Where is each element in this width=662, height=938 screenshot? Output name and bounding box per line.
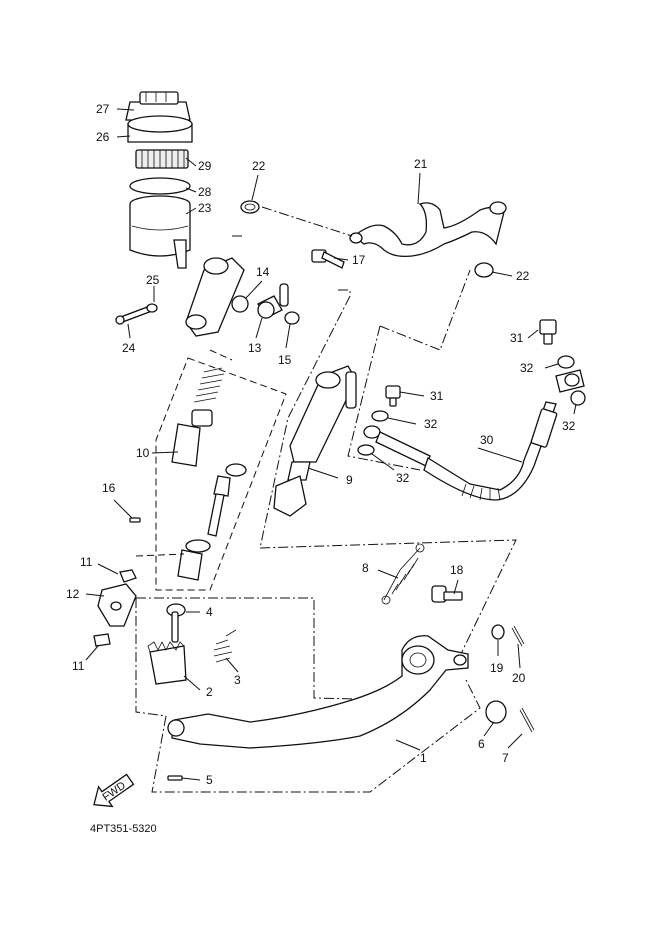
callout-15: 15 — [278, 353, 292, 367]
master-cylinder-body-upper — [185, 257, 245, 337]
callout-11b: 11 — [72, 659, 85, 673]
pin-16 — [129, 517, 141, 523]
reservoir-tank-23 — [129, 195, 191, 269]
callout-7: 7 — [502, 751, 509, 765]
callout-26: 26 — [96, 130, 110, 144]
callout-13: 13 — [248, 341, 262, 355]
reservoir-hose-21 — [349, 201, 507, 258]
callout-32c: 32 — [424, 417, 438, 431]
callout-9: 9 — [346, 473, 353, 487]
callout-25: 25 — [146, 273, 160, 287]
callout-27: 27 — [96, 102, 110, 116]
nut-11a — [119, 569, 137, 583]
pedal-group-boundary — [135, 597, 481, 793]
reservoir-cap-26 — [127, 115, 193, 143]
push-rod — [207, 475, 231, 537]
callout-20: 20 — [512, 671, 526, 685]
callout-31b: 31 — [430, 389, 444, 403]
spring-8 — [381, 543, 425, 605]
callout-11a: 11 — [80, 555, 93, 569]
diaphragm-28 — [129, 177, 191, 195]
circlip-15 — [284, 311, 300, 325]
hose-clamp-22a — [240, 200, 260, 214]
master-cylinder-9 — [273, 365, 357, 517]
piston-washer — [225, 463, 247, 477]
banjo-bolt-31b — [385, 385, 401, 407]
reservoir-ring-29 — [135, 149, 189, 169]
callout-32a: 32 — [520, 361, 534, 375]
callout-18: 18 — [450, 563, 464, 577]
leader-lines — [85, 108, 577, 781]
callout-17: 17 — [352, 253, 366, 267]
callout-2: 2 — [206, 685, 213, 699]
nut-11b — [93, 633, 111, 647]
washer-32a — [557, 355, 575, 369]
callout-1: 1 — [420, 751, 427, 765]
pushrod-leader-boundary — [135, 349, 233, 557]
callout-3: 3 — [234, 673, 241, 687]
callout-21: 21 — [414, 157, 428, 171]
pin-4 — [166, 603, 186, 643]
callout-24: 24 — [122, 341, 136, 355]
callout-16: 16 — [102, 481, 116, 495]
callout-12: 12 — [66, 587, 80, 601]
piston-spring — [193, 367, 225, 403]
callout-10: 10 — [136, 446, 150, 460]
callout-22b: 22 — [516, 269, 530, 283]
callout-19: 19 — [490, 661, 504, 675]
clevis-12 — [97, 583, 137, 627]
reservoir-cap-27 — [125, 91, 191, 121]
washer-19 — [491, 624, 505, 640]
brake-pedal-1 — [167, 635, 469, 749]
callout-32d: 32 — [396, 471, 410, 485]
group-boundary-upper — [232, 206, 517, 657]
callout-30: 30 — [480, 433, 494, 447]
cotter-pin-7 — [519, 707, 535, 733]
callout-6: 6 — [478, 737, 485, 751]
callout-31a: 31 — [510, 331, 524, 345]
hose-joint-13 — [257, 283, 289, 319]
callout-28: 28 — [198, 185, 212, 199]
washer-32d — [357, 444, 375, 456]
washer-25 — [146, 303, 158, 313]
callout-22a: 22 — [252, 159, 266, 173]
fwd-direction-arrow-icon: FWD — [93, 773, 135, 808]
union-bolt-17 — [311, 249, 345, 269]
spring-3 — [213, 629, 237, 663]
pin-5 — [167, 775, 183, 781]
bolt-24 — [115, 305, 153, 325]
banjo-bolt-31a — [539, 319, 557, 345]
peg-2 — [147, 641, 187, 685]
boot-clip — [185, 539, 211, 553]
callout-29: 29 — [198, 159, 212, 173]
pivot-bolt-18 — [431, 585, 463, 603]
washer-32b — [570, 390, 586, 406]
piston-kit-boundary-10 — [155, 357, 287, 591]
washer-32c — [371, 410, 389, 422]
callout-32b: 32 — [562, 419, 576, 433]
brake-hose-30 — [363, 369, 585, 501]
diagram-code: 4PT351-5320 — [90, 823, 157, 835]
boot — [177, 549, 203, 581]
o-ring-14 — [231, 295, 249, 313]
callout-5: 5 — [206, 773, 213, 787]
hose-clamp-22b — [474, 262, 494, 278]
piston — [171, 423, 201, 467]
piston-cup — [191, 409, 213, 427]
callout-8: 8 — [362, 561, 369, 575]
callout-numbers: 27 26 29 28 23 22 21 25 24 14 13 15 17 2… — [66, 102, 576, 787]
cotter-pin-20 — [511, 625, 525, 647]
callout-4: 4 — [206, 605, 213, 619]
washer-6 — [485, 700, 507, 724]
callout-14: 14 — [256, 265, 270, 279]
callout-23: 23 — [198, 201, 212, 215]
